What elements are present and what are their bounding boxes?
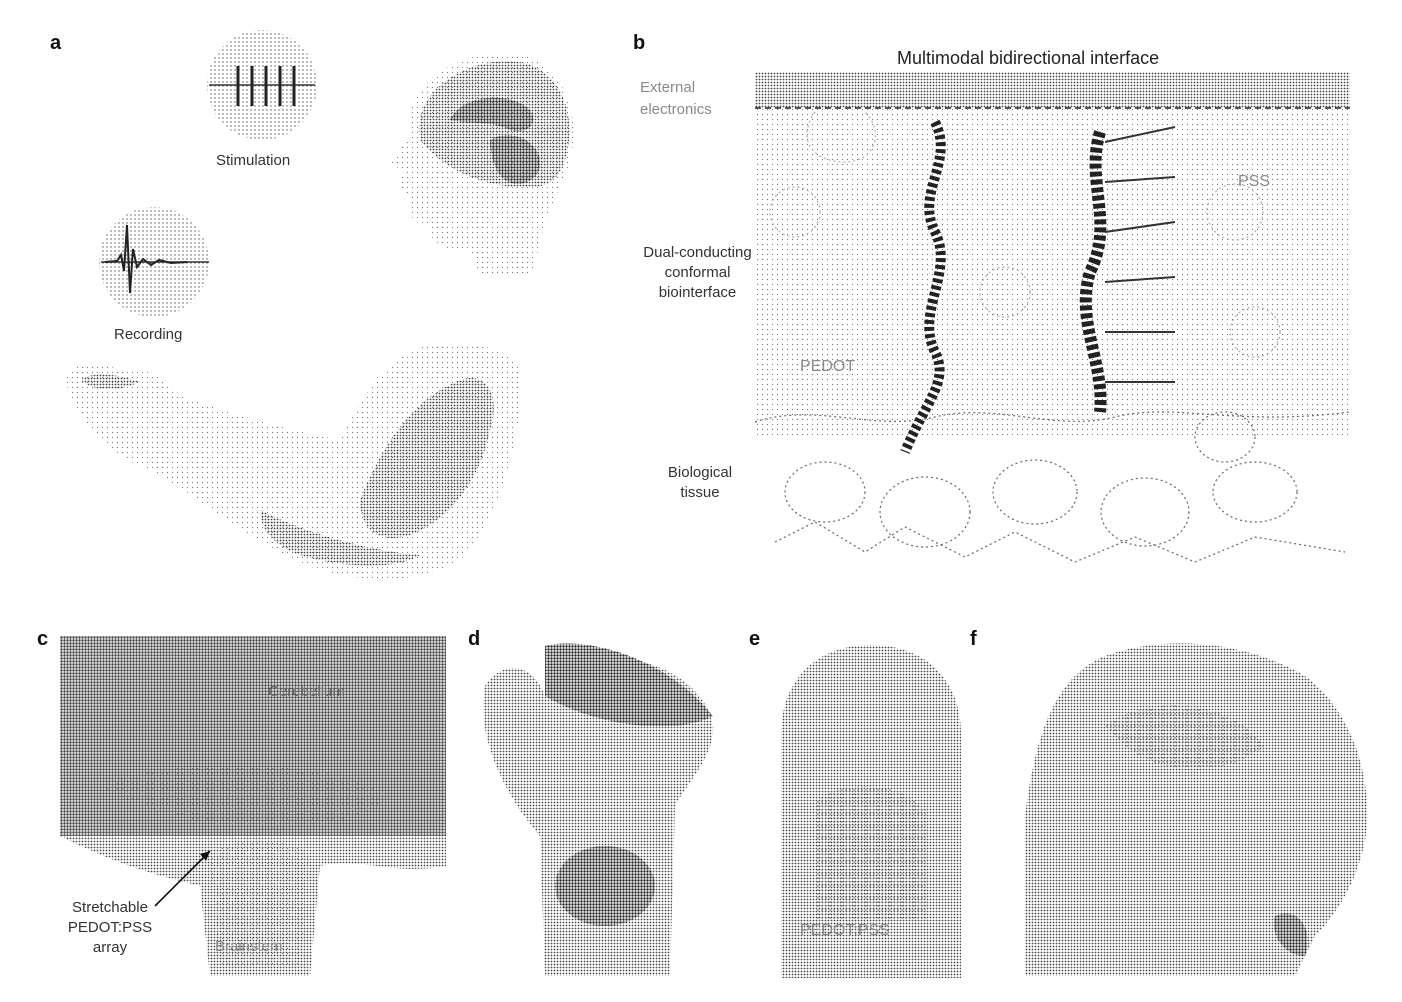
stretchable-array-label: Stretchable PEDOT:PSS array bbox=[67, 899, 153, 956]
panel-b-letter: b bbox=[633, 32, 646, 54]
panel-f-letter: f bbox=[970, 628, 977, 650]
recording-inset bbox=[99, 207, 209, 317]
recording-label: Recording bbox=[114, 326, 183, 343]
stimulation-inset bbox=[207, 30, 317, 140]
panel-b-title: Multimodal bidirectional interface bbox=[897, 48, 1160, 68]
pedot-label: PEDOT bbox=[800, 358, 856, 375]
fist-back-photo bbox=[1025, 643, 1368, 976]
head-brain-illustration bbox=[390, 53, 574, 275]
panel-e-letter: e bbox=[749, 628, 761, 650]
cerebellum-label: Cerebellum bbox=[268, 683, 345, 700]
pedot-pss-label: PEDOT:PSS bbox=[800, 922, 890, 939]
panel-a-letter: a bbox=[50, 32, 62, 54]
brainstem-label: Brainstem bbox=[215, 938, 283, 955]
finger-photo bbox=[781, 645, 961, 978]
fist-photo bbox=[483, 643, 714, 976]
arm-illustration bbox=[65, 343, 522, 580]
stimulation-label: Stimulation bbox=[216, 152, 291, 169]
dual-conducting-label: Dual-conducting conformal biointerface bbox=[643, 244, 752, 301]
external-electronics-label: External electronics bbox=[640, 79, 712, 118]
biological-tissue-label: Biological tissue bbox=[667, 464, 733, 501]
pss-label: PSS bbox=[1238, 173, 1271, 190]
interface-diagram bbox=[754, 72, 1351, 563]
panel-c-letter: c bbox=[37, 628, 49, 650]
panel-d-letter: d bbox=[468, 628, 481, 650]
brain-photo bbox=[60, 636, 446, 976]
